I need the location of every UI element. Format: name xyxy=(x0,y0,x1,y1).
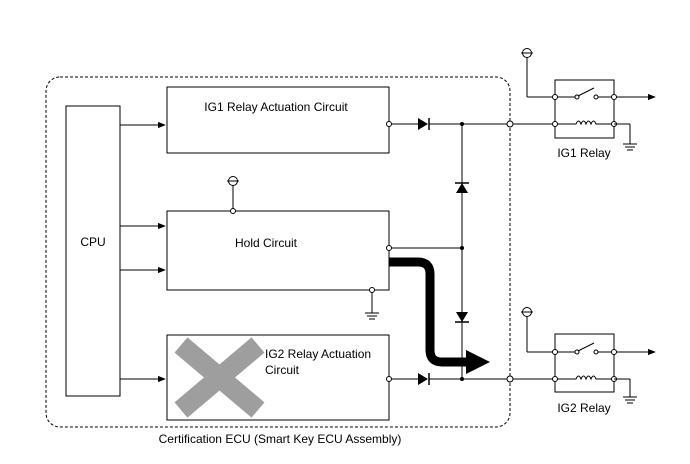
ig2-relay-actuation-circuit-block: IG2 Relay Actuation Circuit xyxy=(166,334,390,421)
hold-power-supply-icon xyxy=(227,176,239,214)
hold-circuit-label: Hold Circuit xyxy=(235,236,298,250)
ig2-output-line xyxy=(386,373,555,385)
ig1-circuit-label: IG1 Relay Actuation Circuit xyxy=(204,100,348,114)
current-path-arrow xyxy=(389,257,490,374)
ig1-relay-actuation-circuit-block: IG1 Relay Actuation Circuit xyxy=(166,86,390,154)
hold-circuit-block: Hold Circuit xyxy=(166,210,390,291)
ig1-output-line xyxy=(386,118,555,130)
ig1-relay-label: IG1 Relay xyxy=(557,146,610,160)
cpu-block: CPU xyxy=(65,105,121,397)
ecu-label: Certification ECU (Smart Key ECU Assembl… xyxy=(159,432,402,446)
ig2-relay: IG2 Relay xyxy=(521,307,656,415)
ig2-circuit-label-line2: Circuit xyxy=(265,363,300,377)
cpu-output-arrows xyxy=(120,121,166,383)
cpu-label: CPU xyxy=(80,235,105,249)
disabled-cross-icon xyxy=(174,337,265,418)
ecu-boundary xyxy=(45,76,511,428)
ig2-relay-label: IG2 Relay xyxy=(557,401,610,415)
ig1-relay: IG1 Relay xyxy=(521,48,656,160)
hold-ground-icon xyxy=(365,287,379,320)
ig2-circuit-label-line1: IG2 Relay Actuation xyxy=(265,347,371,361)
vertical-diode-bus xyxy=(386,124,469,379)
